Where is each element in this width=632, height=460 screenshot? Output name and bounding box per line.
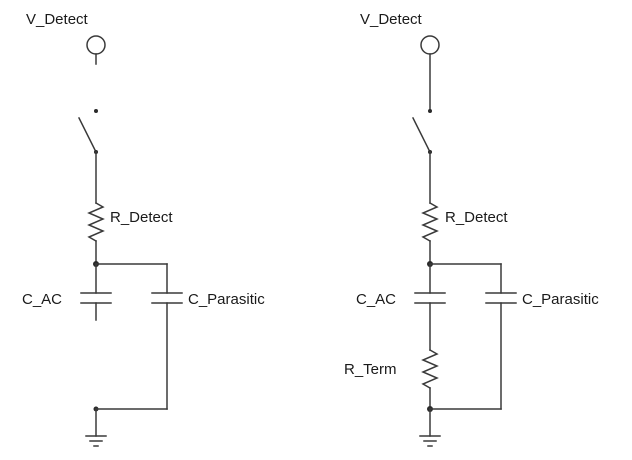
right-capacitor-label: C_AC	[356, 291, 396, 308]
right-resistor-label: R_Detect	[445, 209, 508, 226]
left-ground-symbol	[85, 435, 107, 447]
right-resistor-detect	[421, 201, 439, 243]
left-capacitor-label: C_AC	[22, 291, 62, 308]
right-termination-label: R_Term	[344, 361, 397, 378]
left-switch	[77, 109, 98, 154]
left-source-terminal	[86, 35, 106, 65]
left-parasitic-label: C_Parasitic	[188, 291, 265, 308]
right-capacitor-parasitic	[485, 263, 517, 410]
right-resistor-term	[421, 348, 439, 410]
left-capacitor-ac	[80, 263, 112, 321]
right-source-terminal	[420, 35, 440, 112]
left-resistor-label: R_Detect	[110, 209, 173, 226]
left-resistor-detect	[87, 201, 105, 243]
right-source-label: V_Detect	[360, 11, 423, 28]
right-parasitic-label: C_Parasitic	[522, 291, 599, 308]
left-circuit: V_Detect R_Detect C_AC	[22, 11, 265, 447]
left-source-label: V_Detect	[26, 11, 89, 28]
right-switch	[411, 109, 432, 154]
right-capacitor-ac	[414, 263, 446, 351]
right-circuit: V_Detect R_Detect C_AC R_Ter	[344, 11, 599, 447]
left-capacitor-parasitic	[151, 263, 183, 410]
right-ground-symbol	[419, 435, 441, 447]
